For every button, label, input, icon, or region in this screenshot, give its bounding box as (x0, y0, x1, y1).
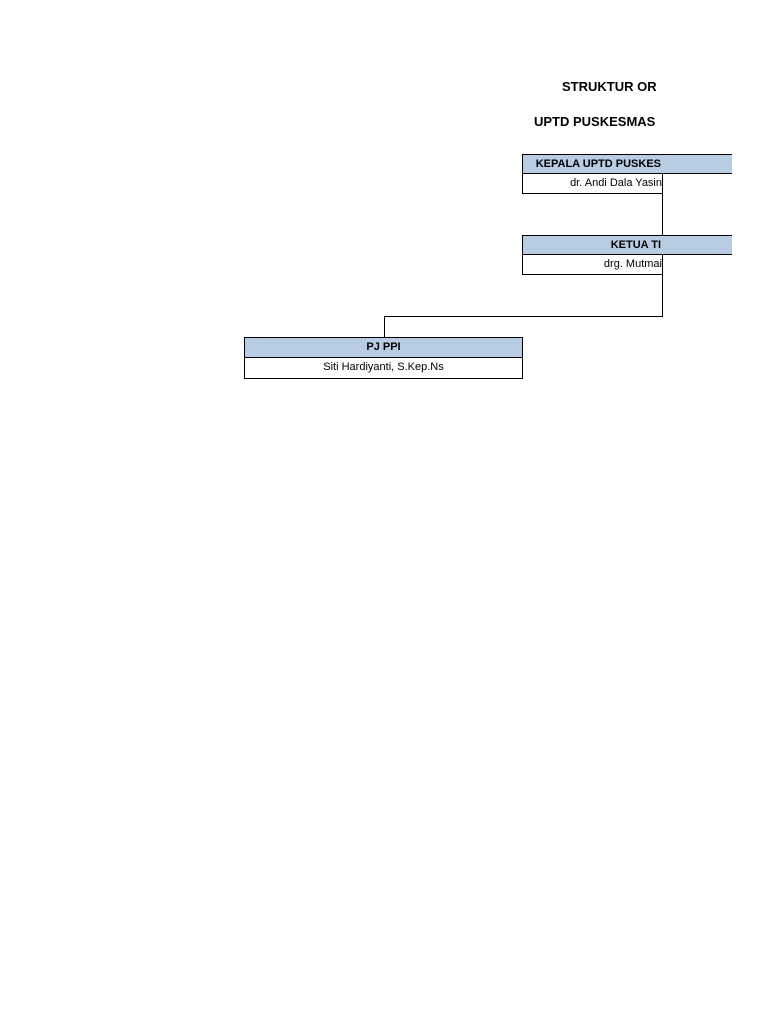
node-pj-header: PJ PPI (245, 338, 522, 358)
node-ketua-header: KETUA TI (522, 235, 732, 255)
node-pj-ppi: PJ PPI Siti Hardiyanti, S.Kep.Ns (244, 337, 523, 379)
connector-ketua-down (662, 275, 663, 317)
connector-kepala-ketua (662, 194, 663, 235)
connector-to-pj (384, 316, 385, 337)
node-kepala-name: dr. Andi Dala Yasin (570, 177, 662, 189)
node-ketua-body: drg. Mutmai (522, 255, 663, 275)
chart-subtitle: UPTD PUSKESMAS (534, 114, 656, 129)
node-pj-name: Siti Hardiyanti, S.Kep.Ns (245, 358, 522, 378)
node-kepala-role: KEPALA UPTD PUSKES (535, 158, 661, 170)
chart-title: STRUKTUR OR (562, 79, 657, 94)
node-ketua-role: KETUA TI (610, 239, 661, 251)
node-kepala-body: dr. Andi Dala Yasin (522, 174, 663, 194)
connector-horizontal (384, 316, 663, 317)
node-kepala-header: KEPALA UPTD PUSKES (522, 154, 732, 174)
node-kepala: KEPALA UPTD PUSKES dr. Andi Dala Yasin (522, 154, 732, 194)
node-ketua: KETUA TI drg. Mutmai (522, 235, 732, 275)
node-ketua-name: drg. Mutmai (603, 258, 662, 270)
